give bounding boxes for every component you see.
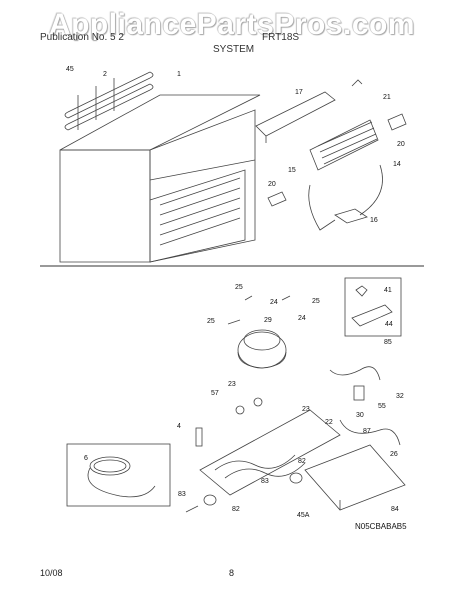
callout-6: 6 [84, 455, 88, 462]
callout-85: 85 [384, 339, 392, 346]
callout-41: 41 [384, 287, 392, 294]
footer-date: 10/08 [40, 568, 63, 578]
watermark: AppliancePartsPros.com [48, 8, 416, 41]
evaporator-cover [255, 91, 336, 143]
callout-17: 17 [295, 89, 303, 96]
callout-25-top: 25 [235, 284, 243, 291]
evaporator [308, 119, 383, 231]
callout-83-right: 83 [261, 478, 269, 485]
callout-32: 32 [396, 393, 404, 400]
base-plate [199, 409, 341, 496]
callout-24-top: 24 [270, 299, 278, 306]
brackets [267, 79, 407, 224]
callout-29: 29 [264, 317, 272, 324]
section-title: SYSTEM [213, 44, 255, 55]
callout-21: 21 [383, 94, 391, 101]
callout-25-left: 25 [207, 318, 215, 325]
cabinet-outline [59, 94, 261, 263]
callout-30: 30 [356, 412, 364, 419]
callout-45: 45 [66, 66, 74, 73]
callout-22: 22 [325, 419, 333, 426]
callout-26: 26 [390, 451, 398, 458]
condenser-coil [64, 71, 154, 131]
tubing [329, 366, 401, 446]
compressor [237, 329, 287, 369]
callout-20-lower: 20 [268, 181, 276, 188]
footer-page-number: 8 [229, 568, 235, 578]
small-parts [185, 295, 365, 513]
callout-82-left: 82 [232, 506, 240, 513]
drain-pan [304, 444, 406, 511]
callout-2: 2 [103, 71, 107, 78]
callout-4: 4 [177, 423, 181, 430]
callout-24-right: 24 [298, 315, 306, 322]
power-cord-inset-box [66, 443, 171, 507]
callout-14: 14 [393, 161, 401, 168]
relay-kit [351, 285, 393, 327]
callout-87: 87 [363, 428, 371, 435]
callout-20-upper: 20 [397, 141, 405, 148]
power-cord [87, 456, 156, 498]
callout-57: 57 [211, 390, 219, 397]
callout-55: 55 [378, 403, 386, 410]
callout-23-lower: 23 [302, 406, 310, 413]
relay-inset-box [344, 277, 402, 337]
header-right-text: FRT18S [262, 32, 300, 43]
callout-15: 15 [288, 167, 296, 174]
callout-25-right: 25 [312, 298, 320, 305]
callout-45A: 45A [297, 512, 310, 519]
callout-84: 84 [391, 506, 399, 513]
callout-83-left: 83 [178, 491, 186, 498]
header-left-text: Publication No. 5 2 [40, 32, 124, 43]
callout-44: 44 [385, 321, 393, 328]
callout-1: 1 [177, 71, 181, 78]
callout-82-right: 82 [298, 458, 306, 465]
callout-23-upper: 23 [228, 381, 236, 388]
callout-labels: 45 2 1 17 21 20 15 14 16 20 25 25 24 24 … [66, 66, 407, 531]
diagram-code: N05CBABAB5 [355, 522, 407, 531]
callout-16: 16 [370, 217, 378, 224]
